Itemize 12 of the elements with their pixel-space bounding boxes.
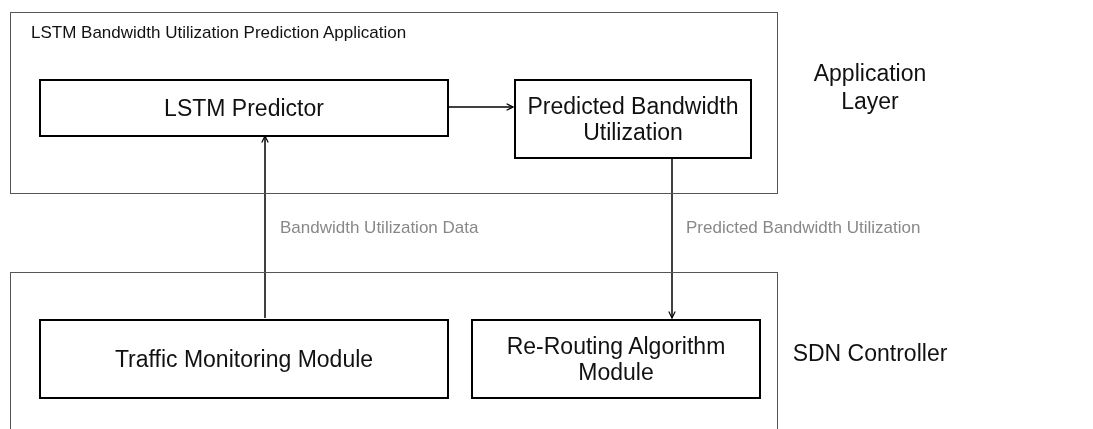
panel-title: LSTM Bandwidth Utilization Prediction Application — [31, 23, 407, 43]
arrow — [668, 157, 676, 319]
process-box: Re-Routing Algorithm Module — [471, 319, 761, 399]
arrow — [447, 103, 514, 111]
process-box: Traffic Monitoring Module — [39, 319, 449, 399]
process-box: Predicted Bandwidth Utilization — [514, 79, 752, 159]
layer-label: Application Layer — [812, 60, 928, 116]
layer-label: SDN Controller — [791, 340, 949, 368]
arrow — [261, 135, 269, 319]
layer-panel — [10, 272, 778, 429]
layer-panel — [10, 12, 778, 194]
process-box: LSTM Predictor — [39, 79, 449, 137]
